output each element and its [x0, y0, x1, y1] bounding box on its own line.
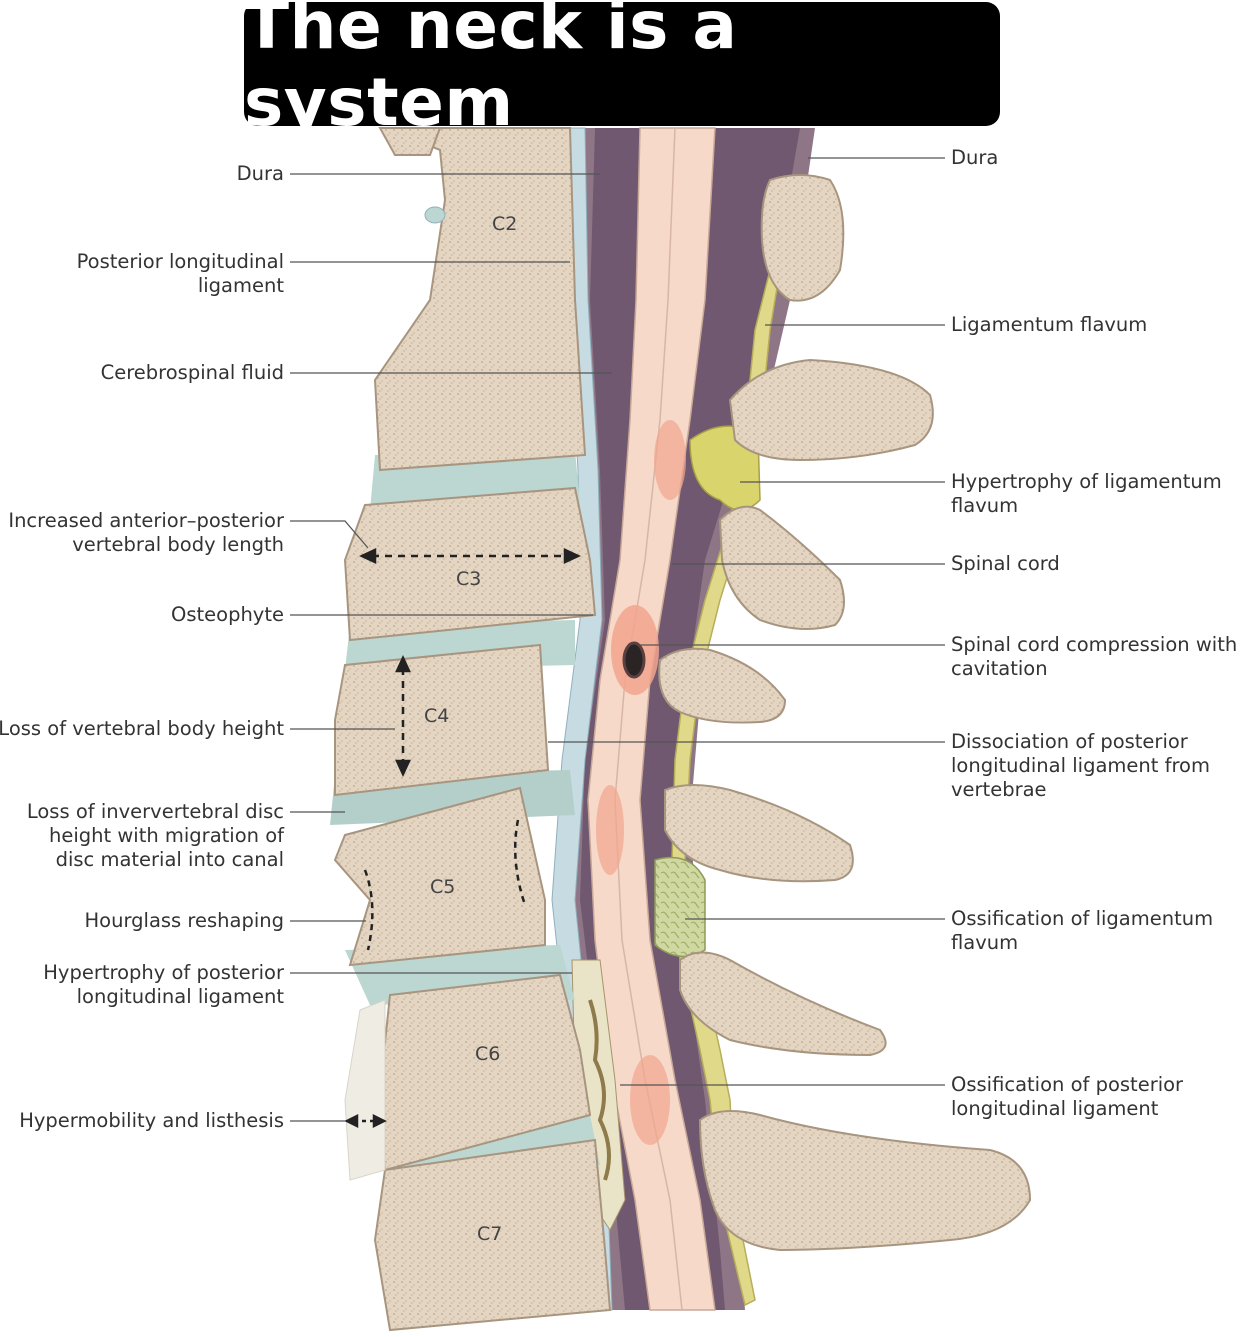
label-line: flavum [951, 494, 1019, 517]
label-c7: C7 [477, 1223, 502, 1245]
lamina-4 [658, 647, 787, 724]
label-line: longitudinal ligament [951, 1097, 1159, 1120]
label-line: Hypertrophy of ligamentum [951, 470, 1222, 493]
label-line: Hourglass reshaping [84, 909, 284, 932]
label-dura-right: Dura [951, 146, 998, 170]
leader-increased-ap-length [290, 520, 369, 549]
label-line: height with migration of [48, 824, 284, 847]
label-line: ligament [197, 274, 284, 297]
lamina-6 [679, 951, 887, 1057]
label-line: Posterior longitudinal [76, 250, 284, 273]
label-line: Loss of vertebral body height [0, 717, 284, 740]
label-line: Dissociation of posterior [951, 730, 1188, 753]
label-line: Loss of inververtebral disc [26, 800, 284, 823]
label-hypermobility-listhesis: Hypermobility and listhesis [19, 1109, 284, 1133]
label-line: Cerebrospinal fluid [100, 361, 284, 384]
label-line: Ossification of posterior [951, 1073, 1184, 1096]
lf-ossification [654, 856, 706, 958]
label-line: Hypermobility and listhesis [19, 1109, 284, 1132]
vertebra-c7 [373, 1138, 612, 1332]
label-line: cavitation [951, 657, 1048, 680]
hourglass-dashes [363, 819, 527, 951]
label-ligamentum-flavum: Ligamentum flavum [951, 313, 1147, 337]
title-text: The neck is a system [244, 0, 738, 141]
label-line: longitudinal ligament from [951, 754, 1210, 777]
vertebra-c3 [343, 486, 597, 642]
label-line: Dura [951, 146, 999, 169]
vertebra-c2 [373, 127, 587, 472]
vertebra-c4 [334, 643, 550, 797]
label-line: Dura [236, 162, 284, 185]
label-c2: C2 [492, 213, 517, 235]
label-c5: C5 [430, 876, 455, 898]
label-spinal-cord: Spinal cord [951, 552, 1060, 576]
label-c3: C3 [456, 568, 481, 590]
label-line: Hypertrophy of posterior [43, 961, 284, 984]
lamina-2 [728, 358, 934, 462]
lamina-1 [760, 174, 845, 302]
lamina-5 [664, 784, 854, 883]
label-hourglass-reshaping: Hourglass reshaping [85, 909, 284, 933]
label-c4: C4 [424, 705, 449, 727]
title-banner: The neck is a system [244, 0, 1000, 141]
label-c6: C6 [475, 1043, 500, 1065]
height-arrow [395, 655, 411, 777]
lamina-3 [718, 505, 845, 630]
vertebra-c5 [333, 786, 546, 967]
label-line: Ligamentum flavum [951, 313, 1148, 336]
label-line: Ossification of ligamentum [951, 907, 1214, 930]
listhesis-shadow [344, 999, 386, 1181]
listhesis-arrow [344, 1113, 387, 1129]
label-line: flavum [951, 931, 1019, 954]
label-dura-left: Dura [237, 162, 284, 186]
label-osteophyte: Osteophyte [171, 603, 284, 627]
label-loss-of-height: Loss of vertebral body height [0, 717, 284, 741]
label-line: Spinal cord compression with [951, 633, 1238, 656]
label-line: longitudinal ligament [76, 985, 284, 1008]
lamina-7 [698, 1110, 1032, 1252]
label-line: vertebral body length [72, 533, 284, 556]
label-cerebrospinal-fluid: Cerebrospinal fluid [101, 361, 284, 385]
ap-length-arrow [359, 548, 581, 564]
label-line: vertebrae [951, 778, 1047, 801]
label-line: Osteophyte [170, 603, 284, 626]
label-line: Spinal cord [951, 552, 1060, 575]
label-line: Increased anterior–posterior [8, 509, 284, 532]
leader-lines [290, 157, 945, 1122]
cavitation [622, 641, 646, 679]
label-line: disc material into canal [55, 848, 284, 871]
